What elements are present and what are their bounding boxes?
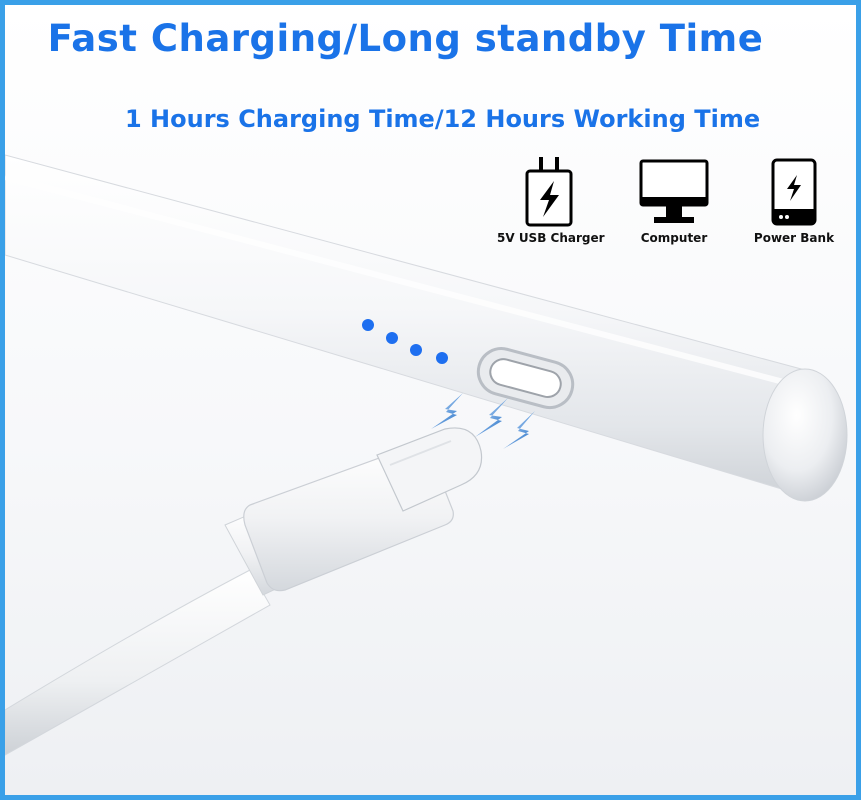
charging-bolts	[431, 393, 535, 449]
indicator-light	[362, 319, 374, 331]
page-subtitle: 1 Hours Charging Time/12 Hours Working T…	[125, 105, 761, 133]
usb-c-port	[476, 347, 575, 410]
source-usb-charger: 5V USB Charger	[497, 157, 605, 245]
lightning-bolt-icon	[475, 398, 508, 437]
source-power-bank: Power Bank	[749, 157, 839, 245]
indicator-light	[410, 344, 422, 356]
product-scene	[5, 154, 848, 756]
indicator-light	[386, 332, 398, 344]
source-label: 5V USB Charger	[497, 231, 605, 245]
page-title: Fast Charging/Long standby Time	[47, 17, 764, 60]
lightning-bolt-icon	[503, 411, 535, 449]
stylus-cap	[762, 368, 848, 502]
computer-monitor-icon	[639, 159, 709, 223]
usb-charger-icon	[525, 157, 573, 227]
indicator-lights	[362, 319, 448, 364]
usb-c-cable	[5, 427, 483, 756]
lightning-bolt-icon	[431, 393, 463, 429]
source-label: Computer	[640, 231, 708, 245]
stylus-pen	[5, 154, 848, 502]
indicator-light	[436, 352, 448, 364]
source-computer: Computer	[629, 157, 719, 245]
source-label: Power Bank	[753, 231, 835, 245]
power-bank-icon	[771, 158, 817, 226]
